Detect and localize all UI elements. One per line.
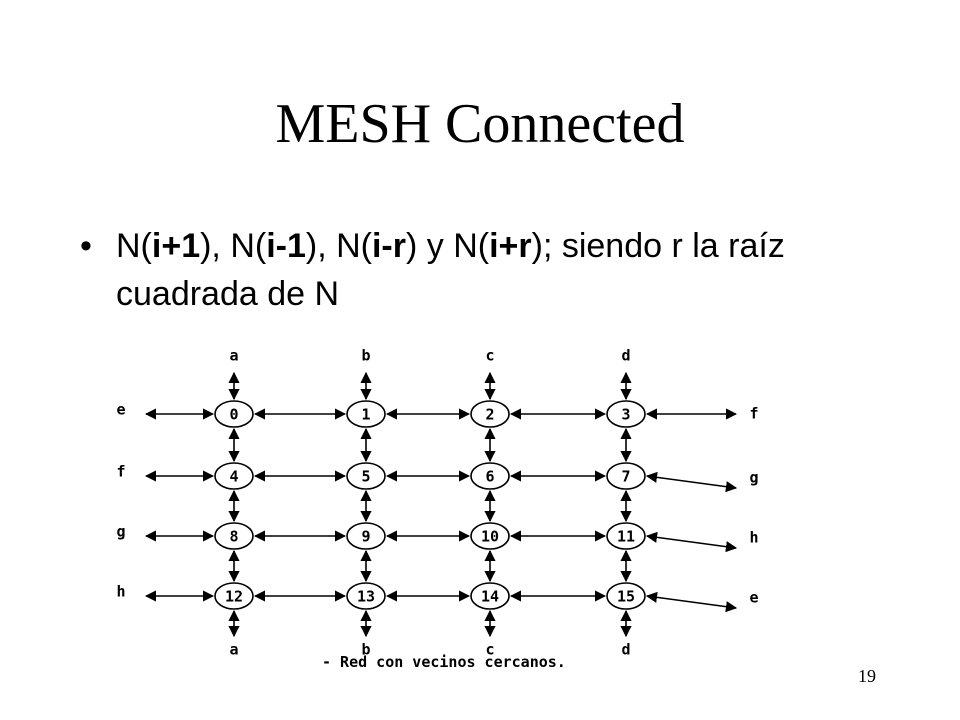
mesh-node: 0	[214, 400, 254, 428]
left-edge-label: f	[116, 463, 125, 481]
mesh-node-label: 2	[485, 406, 494, 424]
mesh-node-ellipse	[470, 582, 510, 610]
bullet-part: N(	[116, 227, 152, 265]
bullet-part-bold: i+1	[151, 227, 201, 265]
mesh-node-ellipse	[606, 522, 646, 550]
mesh-node-label: 12	[225, 588, 243, 606]
left-edge-label: h	[116, 583, 125, 601]
mesh-node-ellipse	[470, 400, 510, 428]
mesh-node: 3	[606, 400, 646, 428]
mesh-node-label: 11	[617, 528, 635, 546]
mesh-node: 15	[606, 582, 646, 610]
mesh-node: 5	[346, 462, 386, 490]
right-wrap-arrow	[645, 591, 738, 613]
mesh-node-ellipse	[214, 400, 254, 428]
mesh-node-label: 7	[621, 468, 630, 486]
mesh-node-ellipse	[346, 462, 386, 490]
mesh-node-label: 1	[361, 406, 370, 424]
mesh-node-label: 5	[361, 468, 370, 486]
mesh-node-label: 8	[229, 528, 238, 546]
diagram-caption: - Red con vecinos cercanos.	[322, 653, 566, 671]
left-edge-label: e	[116, 401, 125, 419]
bullet-dot-icon: •	[80, 227, 92, 265]
mesh-node-ellipse	[606, 582, 646, 610]
bullet-part-bold: i+r	[489, 227, 532, 265]
mesh-node-ellipse	[606, 462, 646, 490]
bottom-edge-label: a	[229, 641, 238, 659]
mesh-node-label: 10	[481, 528, 499, 546]
mesh-node-ellipse	[606, 400, 646, 428]
mesh-node-label: 4	[229, 468, 238, 486]
bullet-part: ) y N(	[405, 227, 490, 265]
mesh-node: 13	[346, 582, 386, 610]
mesh-node-ellipse	[346, 400, 386, 428]
bullet-part: ); siendo r la raíz cuadrada de N	[116, 227, 785, 313]
bottom-edge-label: b	[361, 641, 370, 659]
bullet-part-bold: i-r	[371, 227, 406, 265]
mesh-node-ellipse	[470, 522, 510, 550]
bullet-part: ), N(	[305, 227, 372, 265]
mesh-node-label: 14	[481, 588, 499, 606]
mesh-node-ellipse	[346, 582, 386, 610]
mesh-node: 14	[470, 582, 510, 610]
mesh-node-ellipse	[470, 462, 510, 490]
mesh-node-label: 6	[485, 468, 494, 486]
right-edge-label: h	[749, 529, 758, 547]
right-edge-label: g	[749, 469, 758, 487]
mesh-node: 6	[470, 462, 510, 490]
mesh-node: 1	[346, 400, 386, 428]
bottom-edge-label: d	[621, 641, 630, 659]
bullet-part: ), N(	[200, 227, 267, 265]
mesh-node: 8	[214, 522, 254, 550]
mesh-node-ellipse	[214, 522, 254, 550]
mesh-node-label: 15	[617, 588, 635, 606]
mesh-node: 10	[470, 522, 510, 550]
mesh-node: 11	[606, 522, 646, 550]
right-wrap-arrow	[645, 471, 738, 493]
mesh-node-ellipse	[214, 462, 254, 490]
mesh-node: 12	[214, 582, 254, 610]
mesh-node-label: 3	[621, 406, 630, 424]
right-edge-label: e	[749, 589, 758, 607]
right-wrap-arrow	[645, 531, 738, 553]
mesh-node: 4	[214, 462, 254, 490]
mesh-node-ellipse	[214, 582, 254, 610]
mesh-node-label: 13	[357, 588, 375, 606]
slide-title: MESH Connected	[275, 93, 685, 155]
mesh-node-label: 0	[229, 406, 238, 424]
bullet-part-bold: i-1	[266, 227, 306, 265]
left-edge-label: g	[116, 523, 125, 541]
mesh-node-ellipse	[346, 522, 386, 550]
mesh-node: 7	[606, 462, 646, 490]
top-edge-label: c	[485, 347, 494, 365]
bottom-edge-label: c	[485, 641, 494, 659]
right-edge-label: f	[749, 405, 758, 423]
top-edge-label: d	[621, 347, 630, 365]
bullet-text: N(i+1), N(i-1), N(i-r) y N(i+r); siendo …	[116, 222, 906, 318]
mesh-node: 9	[346, 522, 386, 550]
top-edge-label: b	[361, 347, 370, 365]
slide-number: 19	[858, 666, 876, 686]
top-edge-label: a	[229, 347, 238, 365]
mesh-node-label: 9	[361, 528, 370, 546]
mesh-node: 2	[470, 400, 510, 428]
